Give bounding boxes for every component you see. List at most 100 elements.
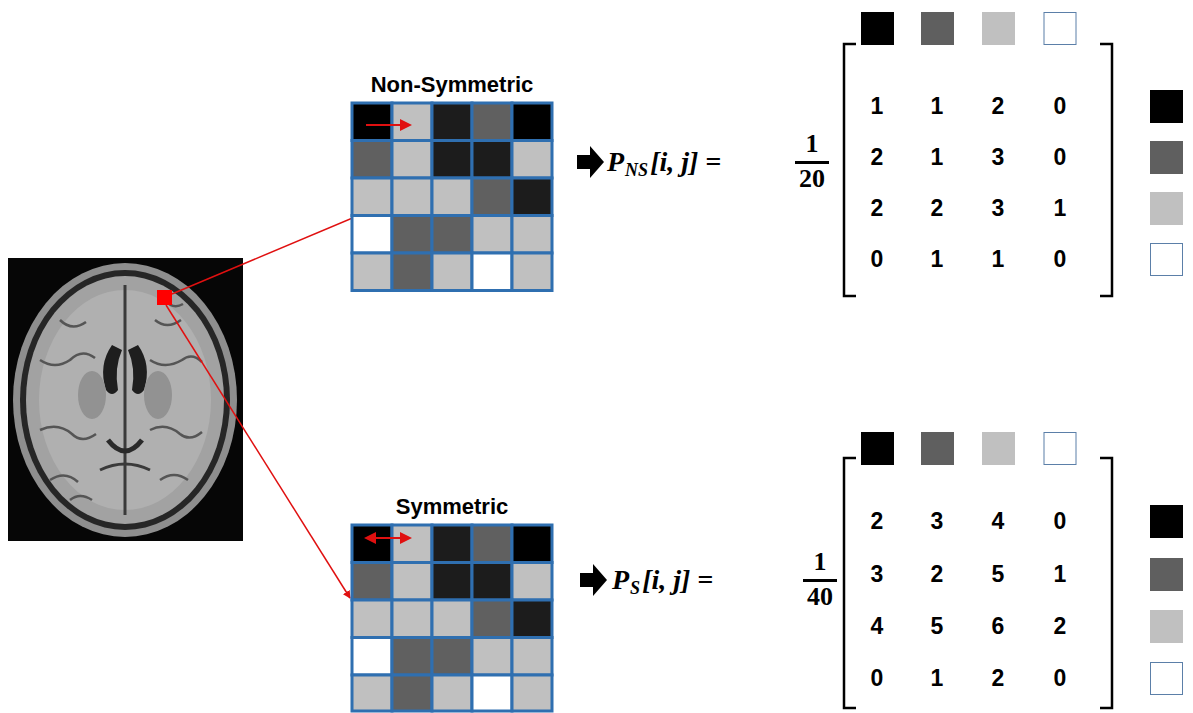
matrix-cell: 4 xyxy=(992,509,1005,534)
matrix-cell: 2 xyxy=(871,145,884,170)
matrix-cell: 5 xyxy=(992,562,1005,587)
gray-swatch xyxy=(1150,141,1183,174)
matrix-cell: 2 xyxy=(871,509,884,534)
pixel-grid xyxy=(392,525,432,563)
matrix-cell: 1 xyxy=(931,666,944,691)
mri-image xyxy=(26,276,224,524)
matrix-cell: 0 xyxy=(871,247,884,272)
mri-image xyxy=(8,258,243,541)
pixel-grid xyxy=(472,563,512,601)
pixel-grid xyxy=(392,178,432,216)
mri-image xyxy=(8,258,243,541)
pixel-grid xyxy=(352,525,552,711)
matrix-cell: 0 xyxy=(871,666,884,691)
fraction-numerator: 1 xyxy=(806,130,819,159)
mri-image xyxy=(13,263,237,537)
matrix-cell: 2 xyxy=(931,562,944,587)
pixel-grid xyxy=(472,675,512,711)
matrix-cell: 2 xyxy=(992,666,1005,691)
pixel-grid xyxy=(352,675,392,711)
offset-arrow xyxy=(366,537,410,539)
mri-image xyxy=(103,345,122,394)
matrix-cell: 1 xyxy=(931,94,944,119)
fraction-bar xyxy=(803,579,837,582)
roi-square xyxy=(157,290,172,305)
pixel-grid xyxy=(392,675,432,711)
gray-swatch xyxy=(1150,90,1183,123)
pixel-grid xyxy=(512,525,552,563)
pixel-grid xyxy=(512,216,552,254)
gray-swatch xyxy=(921,12,954,45)
pixel-grid xyxy=(512,253,552,291)
pixel-grid xyxy=(472,638,512,676)
mri-image xyxy=(100,464,150,470)
matrix-cell: 1 xyxy=(1054,562,1067,587)
pixel-grid xyxy=(352,253,392,291)
matrix-cell: 1 xyxy=(1054,196,1067,221)
fraction-bar xyxy=(795,161,829,164)
pixel-grid xyxy=(352,563,392,601)
matrix-cell: 3 xyxy=(931,509,944,534)
pixel-grid xyxy=(352,178,392,216)
matrix-symbol: P xyxy=(612,565,629,596)
matrix-cell: 1 xyxy=(931,145,944,170)
mri-image xyxy=(40,300,202,500)
matrix-cell: 2 xyxy=(931,196,944,221)
pixel-grid xyxy=(472,141,512,179)
matrix-cell: 0 xyxy=(1054,509,1067,534)
pixel-grid xyxy=(352,103,552,291)
matrix-cell: 0 xyxy=(1054,94,1067,119)
pixel-grid xyxy=(432,525,472,563)
gray-swatch xyxy=(1150,610,1183,643)
gray-swatch xyxy=(1044,13,1076,45)
matrix-cell: 1 xyxy=(992,247,1005,272)
matrix-subscript: NS xyxy=(625,161,648,181)
grid-heading: Symmetric xyxy=(396,495,509,519)
pixel-grid xyxy=(352,525,392,563)
matrix-cell: 1 xyxy=(931,247,944,272)
matrix-cell: 3 xyxy=(871,562,884,587)
mri-image xyxy=(128,345,147,394)
pixel-grid-block: Symmetric xyxy=(352,525,552,711)
zoom-line xyxy=(166,305,350,598)
gray-swatch xyxy=(1150,192,1183,225)
matrix-index: [i, j] = xyxy=(642,565,713,596)
gray-swatch xyxy=(982,432,1015,465)
pixel-grid xyxy=(512,141,552,179)
pixel-grid xyxy=(352,216,392,254)
pixel-grid xyxy=(392,638,432,676)
block-arrow xyxy=(580,564,607,596)
pixel-grid xyxy=(472,525,512,563)
matrix-cell: 3 xyxy=(992,196,1005,221)
pixel-grid xyxy=(392,253,432,291)
matrix-symbol: P xyxy=(607,147,624,178)
mri-image xyxy=(124,285,127,515)
pixel-grid xyxy=(352,600,392,638)
mri-image xyxy=(144,371,172,419)
pixel-grid xyxy=(432,675,472,711)
matrix-cell: 2 xyxy=(1054,614,1067,639)
mri-image xyxy=(20,270,230,530)
matrix-index: [i, j] = xyxy=(650,147,721,178)
pixel-grid xyxy=(432,638,472,676)
pixel-grid xyxy=(352,103,392,141)
grid-heading: Non-Symmetric xyxy=(371,73,534,97)
pixel-grid xyxy=(392,141,432,179)
gray-swatch xyxy=(861,12,894,45)
pixel-grid xyxy=(432,563,472,601)
pixel-grid xyxy=(512,563,552,601)
gray-swatch xyxy=(861,432,894,465)
pixel-grid xyxy=(512,675,552,711)
matrix-cell: 0 xyxy=(1054,666,1067,691)
pixel-grid xyxy=(512,178,552,216)
pixel-grid-block: Non-Symmetric xyxy=(352,103,552,291)
gray-swatch xyxy=(982,12,1015,45)
matrix-cell: 4 xyxy=(871,614,884,639)
gray-swatch xyxy=(921,432,954,465)
matrix-bracket xyxy=(1100,458,1112,708)
pixel-grid xyxy=(472,253,512,291)
gray-swatch xyxy=(1150,558,1183,591)
matrix-cell: 2 xyxy=(992,94,1005,119)
